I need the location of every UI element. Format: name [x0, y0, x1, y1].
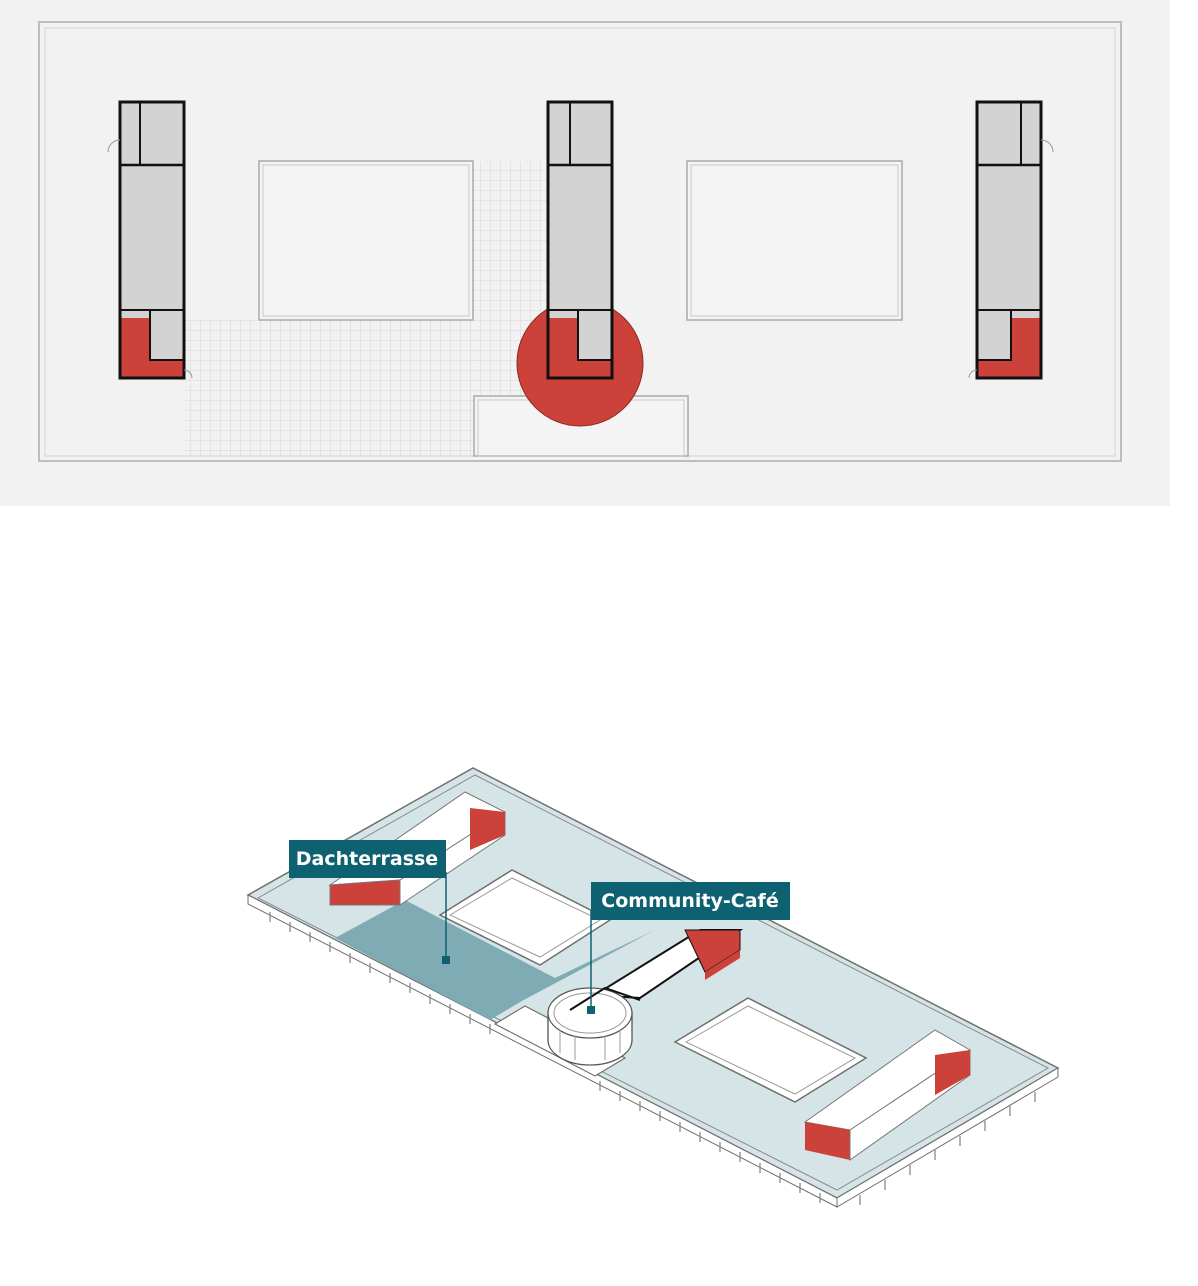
red-band-left [120, 360, 184, 378]
paved-area-left [185, 320, 477, 456]
callout-dachterrasse-box [289, 840, 446, 878]
callout-dachterrasse: Dachterrasse [289, 840, 450, 964]
cafe-cylinder [547, 986, 641, 1066]
building-center [516, 100, 644, 427]
roof-parapet [256, 774, 1050, 1191]
courtyard-right-opening [673, 997, 868, 1103]
slab-edge-front-right [836, 1067, 1059, 1208]
axonometric-view: Dachterrasse Community-Café [246, 767, 1060, 1208]
callout-cafe-box [591, 882, 790, 920]
callout-community-cafe: Community-Café [587, 882, 790, 1014]
courtyard-right-inner [690, 164, 899, 317]
dachterrasse-zone [335, 900, 655, 1020]
building-left [107, 100, 193, 380]
block-right [803, 1029, 971, 1161]
courtyard-right-inner-edge [684, 1005, 857, 1095]
courtyard-left [258, 160, 474, 321]
courtyard-left-inner [262, 164, 470, 317]
callout-cafe-label: Community-Café [601, 890, 778, 912]
floor-plan [0, 0, 1170, 506]
callout-dachterrasse-label: Dachterrasse [296, 848, 438, 870]
red-band-right [977, 360, 1041, 378]
callout-cafe-dot [587, 1006, 595, 1014]
site-outline [38, 21, 1122, 462]
building-right [968, 100, 1054, 380]
facade-columns [269, 912, 1036, 1205]
block-center [591, 929, 744, 1000]
callout-dachterrasse-dot [442, 956, 450, 964]
courtyard-right [686, 160, 903, 321]
